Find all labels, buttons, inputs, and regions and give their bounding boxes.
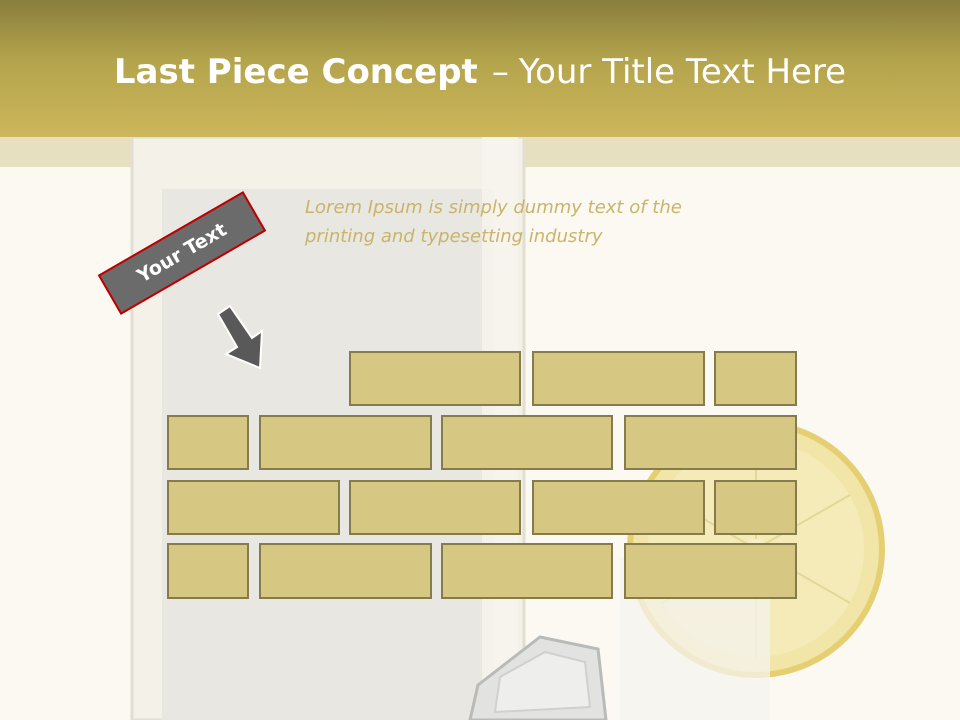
brick [167, 415, 249, 470]
title-rest: Your Title Text Here [518, 52, 847, 92]
brick [441, 543, 613, 599]
title-banner [0, 0, 960, 137]
slide-title: Last Piece Concept–Your Title Text Here [0, 52, 960, 92]
brick [259, 415, 432, 470]
brick [349, 351, 521, 406]
brick [259, 543, 432, 599]
brick [532, 480, 705, 535]
brick [167, 543, 249, 599]
ice-cube-image [468, 635, 608, 720]
brick [714, 480, 797, 535]
title-bold: Last Piece Concept [113, 52, 478, 92]
brick [532, 351, 705, 406]
brick [624, 415, 797, 470]
brick [714, 351, 797, 406]
description-text: Lorem Ipsum is simply dummy text of the … [305, 193, 725, 251]
brick [624, 543, 797, 599]
title-separator: – [491, 52, 509, 92]
brick [441, 415, 613, 470]
brick [167, 480, 340, 535]
description-line-1: Lorem Ipsum is simply dummy text of the [305, 197, 682, 218]
description-line-2: printing and typesetting industry [305, 226, 603, 247]
down-right-arrow-icon [216, 304, 264, 370]
brick [349, 480, 521, 535]
